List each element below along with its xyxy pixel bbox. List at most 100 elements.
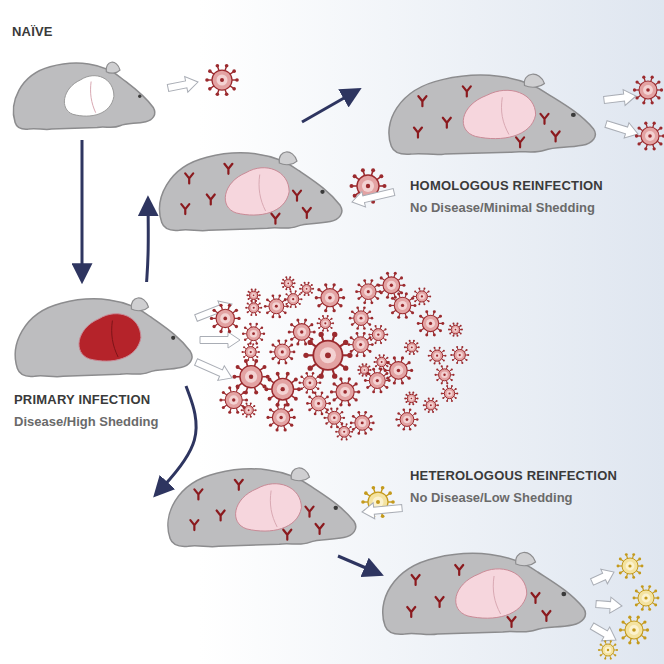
- progression-arrow: [156, 386, 196, 494]
- virus-particle: [448, 322, 463, 336]
- lung: [456, 569, 527, 618]
- antibody: [293, 191, 301, 201]
- virus-particle: [417, 310, 445, 336]
- antibody: [552, 131, 560, 141]
- virus-particle: [404, 340, 420, 355]
- virus-particle: [395, 408, 418, 430]
- antibody: [418, 96, 426, 106]
- virus-particle: [245, 300, 262, 316]
- hamster-body: [383, 553, 586, 634]
- virus-particle: [284, 290, 303, 308]
- antibody: [436, 597, 444, 607]
- antibody: [235, 480, 243, 490]
- shedding-arrow: [361, 500, 403, 520]
- hamster-body: [389, 75, 595, 155]
- virus-particle: [242, 343, 260, 361]
- hamster-figure: [383, 552, 586, 634]
- antibody: [185, 173, 193, 183]
- virus-particle: [413, 288, 432, 306]
- antibody: [207, 195, 215, 205]
- virus-particle: [264, 294, 289, 318]
- shedding-arrow: [603, 88, 637, 108]
- hamster-body: [13, 63, 154, 130]
- virus-particle: [450, 346, 469, 364]
- virus-particle: [315, 283, 346, 312]
- virus-particle: [306, 392, 331, 416]
- virus-particle: [266, 403, 295, 431]
- hamster-homologous: HOMOLOGOUS REINFECTIONNo Disease/Minimal…: [150, 140, 346, 236]
- virus-particle: [355, 279, 381, 304]
- shedding-arrow: [350, 184, 396, 210]
- stage-heading: HETEROLOGOUS REINFECTION: [410, 468, 617, 484]
- virus-particle: [219, 386, 248, 414]
- virus-particle: [335, 423, 353, 440]
- antibody: [271, 214, 279, 224]
- outcome-note: Disease/High Shedding: [14, 414, 158, 430]
- virus-particle: [404, 392, 418, 406]
- virus-particle: [598, 640, 618, 659]
- hamster-body: [160, 153, 342, 231]
- antibody: [532, 593, 540, 603]
- shedding-arrow: [595, 596, 622, 614]
- antibody: [455, 565, 463, 575]
- antibody: [412, 575, 420, 585]
- hamster-body: [168, 469, 356, 547]
- antibody: [181, 204, 189, 214]
- virus-particle: [364, 368, 391, 394]
- virus-particle: [347, 332, 373, 357]
- hamster-figure: [389, 74, 595, 154]
- shedding-arrow: [588, 619, 620, 647]
- lung: [79, 314, 141, 361]
- hamster-primary: PRIMARY INFECTIONDisease/High Shedding: [6, 286, 196, 382]
- shedding-arrow: [604, 116, 641, 141]
- hamster-outline: [150, 140, 346, 236]
- antibody: [542, 611, 550, 621]
- virus-particle: [264, 372, 300, 407]
- antibody: [194, 489, 202, 499]
- hamster-body: [15, 299, 192, 377]
- sequence-arrow: [338, 556, 380, 574]
- virus-particle: [423, 397, 439, 413]
- lung: [64, 76, 114, 116]
- antibody: [541, 114, 549, 124]
- virus-particle: [241, 403, 257, 418]
- outcome-note: No Disease/Low Shedding: [410, 490, 573, 506]
- virus-particle: [232, 359, 269, 395]
- antibody: [508, 617, 516, 627]
- virus-particle: [441, 385, 459, 402]
- antibody: [516, 137, 524, 147]
- virus-particle: [269, 339, 295, 364]
- virus-particle: [330, 377, 361, 406]
- stage-heading: PRIMARY INFECTION: [14, 392, 150, 408]
- virus-particle: [317, 315, 335, 332]
- shedding-arrow: [200, 332, 240, 348]
- virus-particle: [242, 323, 265, 345]
- virus-particle: [368, 325, 388, 344]
- virus-particle: [633, 76, 663, 105]
- virus-particle: [281, 276, 296, 290]
- virus-particle: [298, 372, 321, 394]
- virus-particle: [619, 616, 649, 645]
- virus-particle: [635, 122, 664, 151]
- antibody: [306, 507, 314, 517]
- virus-particle: [349, 306, 373, 329]
- antibody: [303, 208, 311, 218]
- virus-particle: [303, 332, 352, 379]
- virus-particle: [377, 272, 405, 299]
- antibody: [190, 520, 198, 530]
- virus-particle: [210, 304, 241, 334]
- virus-particle: [389, 292, 417, 319]
- hamster-outline: [6, 286, 196, 382]
- antibody: [463, 86, 471, 96]
- virus-particle: [205, 64, 239, 96]
- virus-particle: [384, 356, 414, 384]
- antibody: [316, 524, 324, 534]
- hamster-outline: [6, 52, 158, 134]
- antibody: [217, 511, 225, 521]
- antibody: [407, 607, 415, 617]
- virus-particle: [323, 407, 345, 428]
- lung: [225, 168, 289, 215]
- virus-particle: [617, 553, 644, 579]
